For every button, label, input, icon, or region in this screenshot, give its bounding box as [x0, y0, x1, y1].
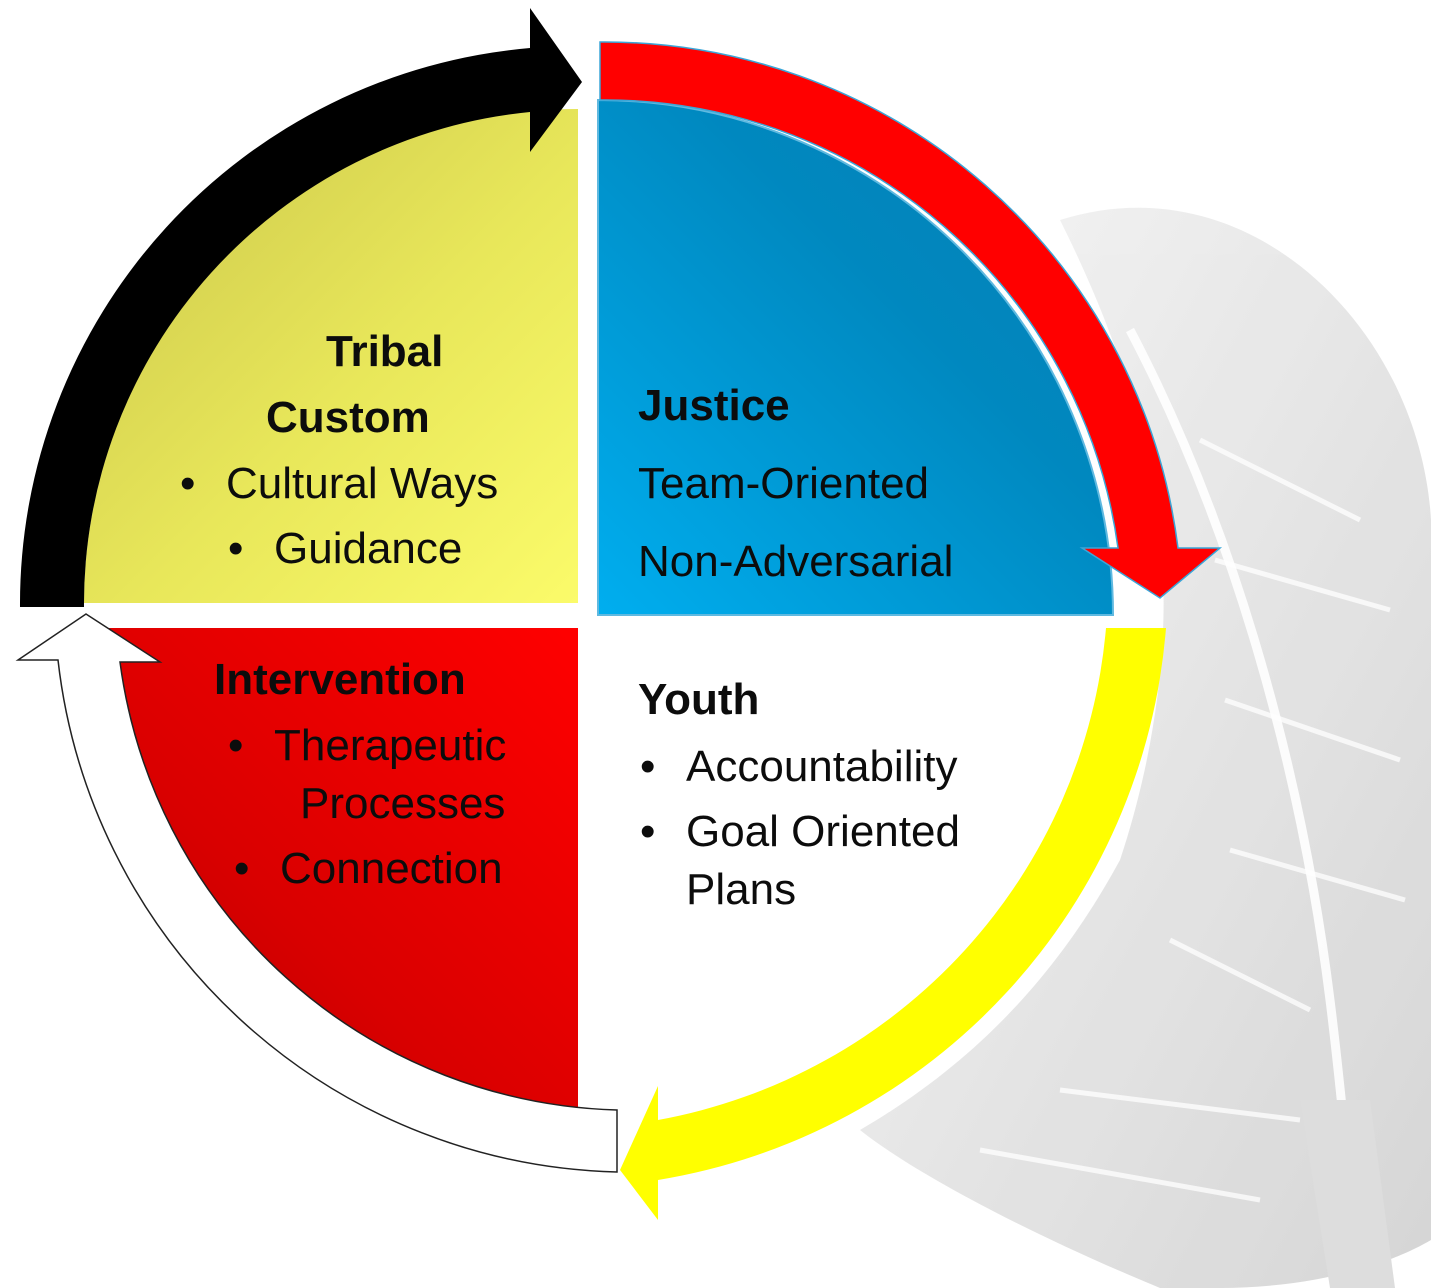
list-item: Accountability — [640, 745, 960, 790]
intervention-list-2: Connection — [234, 847, 503, 892]
youth-item-continuation: Plans — [686, 865, 797, 914]
intervention-title: Intervention — [214, 655, 466, 704]
feather-icon — [860, 207, 1431, 1288]
yellow-arrow — [620, 628, 1166, 1220]
intervention-list: Therapeutic — [228, 724, 506, 769]
list-item: Guidance — [228, 527, 546, 572]
justice-line-1: Team-Oriented — [638, 459, 930, 508]
quadrant-justice — [597, 98, 1115, 616]
list-item: Goal Oriented — [640, 810, 960, 855]
youth-list: Accountability Goal Oriented — [640, 745, 960, 855]
list-item: Therapeutic — [228, 724, 506, 769]
list-item: Cultural Ways — [180, 462, 498, 507]
youth-title: Youth — [638, 675, 760, 724]
tribal-custom-title-line1: Tribal — [326, 327, 444, 376]
tribal-custom-title-line2: Custom — [266, 393, 430, 442]
justice-line-2: Non-Adversarial — [638, 537, 954, 586]
black-arrow — [19, 8, 582, 607]
intervention-item-continuation: Processes — [300, 779, 506, 828]
red-arrow — [599, 41, 1223, 599]
white-arrow — [15, 613, 618, 1173]
justice-title: Justice — [638, 381, 790, 430]
list-item: Connection — [234, 847, 503, 892]
tribal-custom-list: Cultural Ways Guidance — [180, 462, 498, 572]
